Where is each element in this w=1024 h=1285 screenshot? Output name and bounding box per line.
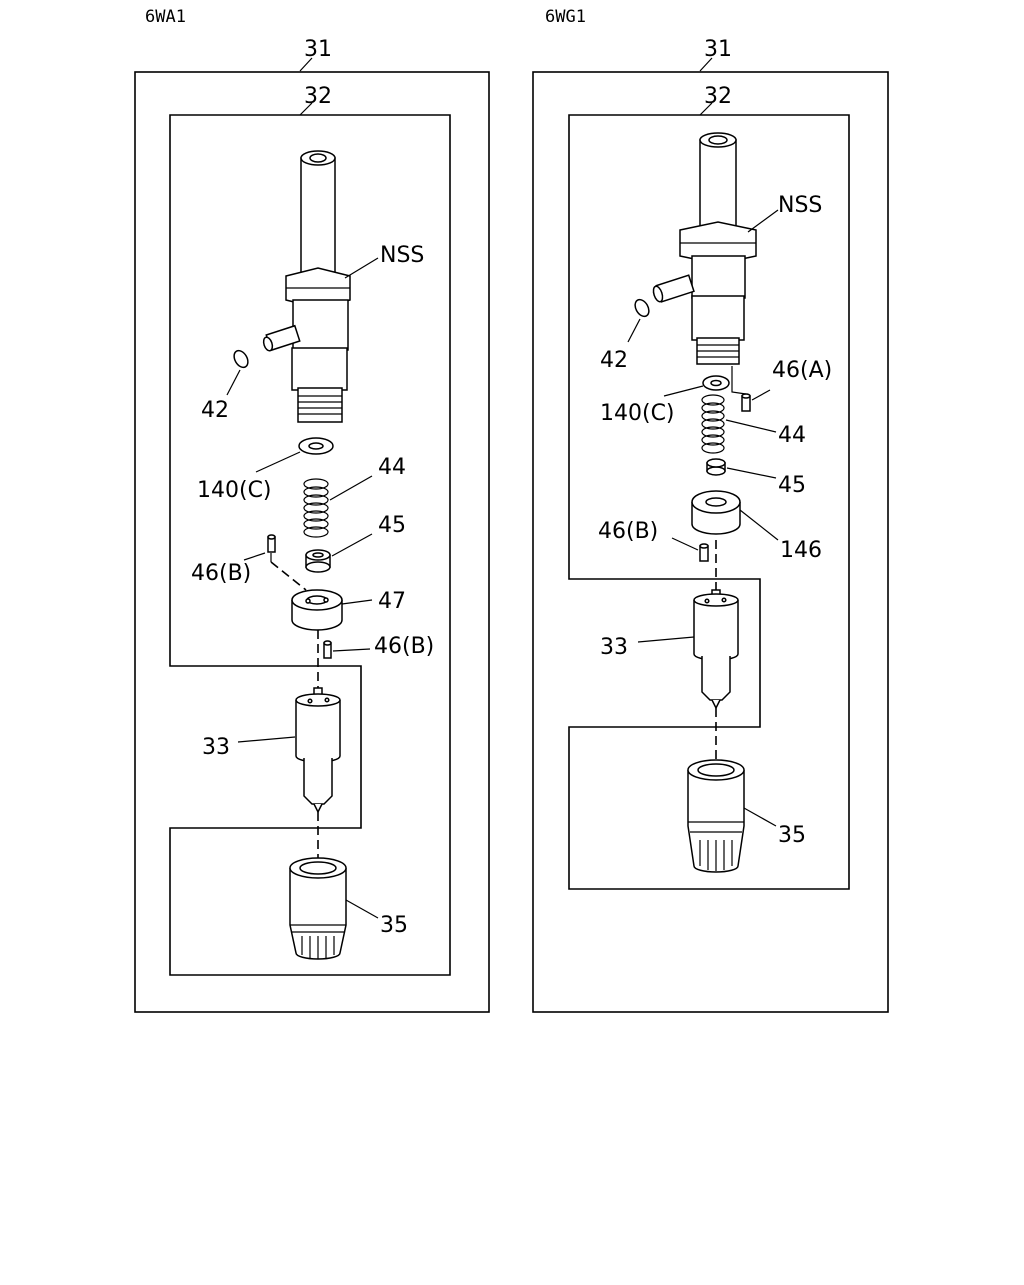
pin-a-label: 46(A) [772, 358, 832, 383]
nozzle [693, 589, 739, 710]
assembly-label: 31 [304, 37, 332, 62]
pin-b-upper-label: 46(B) [191, 561, 251, 586]
pin-b-upper-leader [243, 552, 266, 561]
o-ring [233, 349, 249, 369]
retaining-nut-leader [743, 807, 777, 827]
assembly-label: 31 [704, 37, 732, 62]
retaining-nut-label: 35 [778, 823, 806, 848]
o-ring-label: 42 [600, 348, 628, 373]
injector-body [652, 132, 757, 365]
washer-leader [255, 451, 301, 473]
holder-label: 32 [704, 84, 732, 109]
holder-leader [299, 102, 313, 116]
diagram-title: 6WG1 [545, 7, 586, 27]
nss-label: NSS [380, 243, 424, 268]
spring [303, 478, 329, 538]
washer-leader [663, 385, 704, 397]
spring-label: 44 [378, 455, 406, 480]
pin-b-label: 46(B) [598, 519, 658, 544]
o-ring-leader [226, 369, 241, 396]
push-rod [706, 458, 726, 476]
spacer-label: 146 [780, 538, 822, 563]
nozzle [295, 687, 341, 814]
retaining-nut [289, 857, 347, 960]
pin-b-upper [267, 534, 276, 553]
spacer [691, 490, 741, 535]
nss-leader [747, 209, 779, 233]
o-ring [634, 298, 650, 318]
spring-leader [329, 475, 373, 501]
pin-b-leader [671, 537, 699, 551]
pin-b-upper-axis [270, 561, 307, 591]
washer [702, 375, 730, 391]
holder-frame [169, 114, 451, 976]
diagram-6wg1: 6WG1 31 32 NSS 42 [532, 7, 889, 1013]
holder-label: 32 [304, 84, 332, 109]
push-rod [305, 549, 331, 573]
holder-leader [699, 102, 713, 116]
spacer [291, 589, 343, 631]
push-rod-leader [726, 467, 777, 479]
washer [298, 437, 334, 455]
nozzle-leader [237, 736, 296, 743]
diagram-6wa1: 6WA1 31 32 NSS [134, 7, 490, 1013]
spacer-leader [739, 509, 779, 541]
retaining-nut [687, 759, 745, 873]
nss-label: NSS [778, 193, 822, 218]
pin-b [699, 543, 709, 562]
washer-label: 140(C) [600, 401, 675, 426]
pin-a-line [731, 366, 747, 395]
assembly-frame [134, 71, 490, 1013]
washer-label: 140(C) [197, 478, 272, 503]
o-ring-label: 42 [201, 398, 229, 423]
nozzle-label: 33 [202, 735, 230, 760]
pin-a [741, 393, 751, 412]
spring-label: 44 [778, 423, 806, 448]
injector-body [262, 150, 351, 423]
assembly-leader [299, 57, 313, 72]
spring-leader [725, 419, 777, 433]
spring [701, 394, 725, 454]
o-ring-leader [627, 318, 641, 343]
diagram-title: 6WA1 [145, 7, 186, 27]
retaining-nut-label: 35 [380, 913, 408, 938]
assembly-frame [532, 71, 889, 1013]
spacer-leader [341, 599, 373, 605]
nozzle-label: 33 [600, 635, 628, 660]
nozzle-leader [637, 636, 695, 643]
push-rod-leader [331, 533, 373, 557]
assembly-leader [699, 57, 713, 72]
push-rod-label: 45 [778, 473, 806, 498]
nss-leader [344, 257, 379, 279]
push-rod-label: 45 [378, 513, 406, 538]
pin-b-lower [323, 640, 332, 659]
holder-frame [568, 114, 850, 890]
pin-b-lower-leader [332, 648, 371, 652]
retaining-nut-leader [345, 899, 379, 919]
spacer-label: 47 [378, 589, 406, 614]
pin-b-lower-label: 46(B) [374, 634, 434, 659]
pin-a-leader [751, 389, 771, 401]
